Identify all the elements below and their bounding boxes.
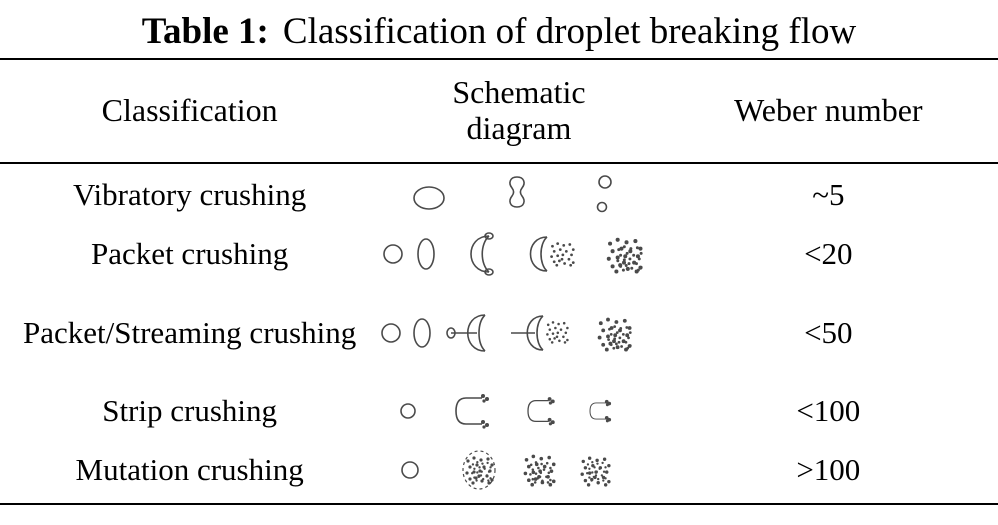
- classification-cell: Packet crushing: [91, 235, 289, 271]
- classification-cell: Strip crushing: [102, 392, 278, 428]
- header-weber-number: Weber number: [734, 92, 923, 129]
- table-caption-label: Table 1:: [141, 11, 269, 52]
- schematic-cell: [379, 170, 658, 220]
- classification-cell: Vibratory crushing: [73, 176, 307, 212]
- mutation-schematic-icon: [401, 450, 611, 490]
- weber-cell: >100: [796, 452, 861, 487]
- table-row: Vibratory crushing: [0, 167, 998, 223]
- header-schematic-diagram: Schematic diagram: [452, 74, 586, 146]
- table-row: Mutation crushing >100: [0, 441, 998, 499]
- table-row: Strip crushing: [0, 381, 998, 441]
- weber-cell: <20: [804, 236, 853, 271]
- schematic-cell: [379, 224, 658, 284]
- table-caption-text: Classification of droplet breaking flow: [282, 11, 857, 52]
- classification-cell: Packet/Streaming crushing: [23, 314, 357, 350]
- table-caption: Table 1: Classification of droplet breaki…: [0, 0, 998, 58]
- classification-cell: Mutation crushing: [75, 451, 304, 487]
- schematic-cell: [379, 442, 658, 498]
- weber-cell: ~5: [812, 177, 845, 212]
- vibratory-schematic-icon: [413, 175, 612, 213]
- packet-schematic-icon: [383, 232, 644, 276]
- classification-table: Classification Schematic diagram Weber n…: [0, 58, 998, 505]
- header-classification: Classification: [101, 92, 278, 129]
- table-row: Packet/Streaming crushing: [0, 285, 998, 381]
- weber-cell: <50: [804, 315, 853, 350]
- weber-cell: <100: [796, 393, 861, 428]
- packet-streaming-schematic-icon: [381, 314, 633, 352]
- schematic-cell: [379, 302, 658, 364]
- schematic-cell: [379, 388, 658, 434]
- table-body: Vibratory crushing: [0, 164, 998, 503]
- table-row: Packet crushing: [0, 223, 998, 285]
- table-header-row: Classification Schematic diagram Weber n…: [0, 60, 998, 164]
- strip-schematic-icon: [400, 394, 612, 429]
